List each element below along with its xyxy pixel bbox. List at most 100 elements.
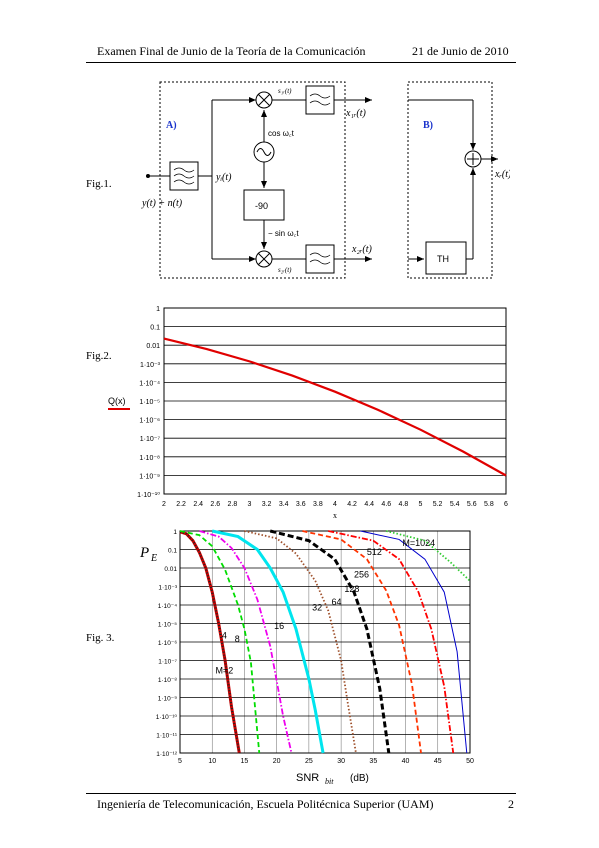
bandpass-filter-symbol [173, 167, 195, 185]
fig3-series-label: 32 [312, 603, 322, 613]
fig3-series-label: 4 [222, 631, 227, 641]
fig2-y-tick-label: 1·10⁻⁴ [139, 380, 160, 387]
fig3-series-label: 16 [274, 621, 284, 631]
fig2-x-tick-label: 5 [419, 501, 423, 508]
oscillator-sine [256, 148, 272, 156]
fig3-x-axis-label-unit: (dB) [350, 773, 369, 784]
fig2-x-tick-label: 2.8 [228, 501, 238, 508]
fig2-x-tick-label: 4 [333, 501, 337, 508]
fig3-x-tick-label: 35 [369, 758, 377, 765]
fig3-series-label: 64 [331, 597, 341, 607]
fig3-x-axis-label-sub: bit [325, 777, 334, 786]
x1r-label: x₁ᵣ(t) [345, 108, 366, 119]
fig3-series-label: M=1024 [402, 538, 435, 548]
fig2-x-tick-label: 4.6 [381, 501, 391, 508]
fig2-series-line [163, 337, 507, 477]
th-box [425, 241, 467, 275]
fig3-series-label: 512 [367, 547, 382, 557]
fig3-series-line [179, 530, 261, 754]
fig3-y-tick-label: 1·10⁻⁶ [158, 640, 177, 647]
xr-label: xᵣ(t) [494, 169, 510, 180]
fig3-y-tick-label: 1·10⁻¹¹ [156, 733, 178, 740]
phase-shift-label: -90 [255, 201, 268, 211]
x2r-label: x₂ᵣ(t) [351, 244, 372, 255]
fig2-y-tick-label: 0.1 [150, 325, 160, 332]
page-header-title: Examen Final de Junio de la Teoría de la… [97, 44, 366, 58]
fig2-y-tick-label: 0.01 [146, 343, 160, 350]
box-a-frame [159, 81, 346, 279]
lower-lpf-symbol [309, 252, 331, 265]
footer-text: Ingeniería de Telecomunicación, Escuela … [97, 797, 434, 811]
s2r-label: s₂ᵣ(t) [278, 266, 292, 274]
fig3-x-tick-label: 20 [273, 758, 281, 765]
fig2-y-tick-label: 1·10⁻³ [140, 362, 161, 369]
fig1-label: Fig.1. [86, 178, 112, 190]
th-label: TH [437, 254, 449, 264]
fig3-y-tick-label: 1·10⁻⁴ [158, 603, 177, 610]
box-a-label: A) [166, 120, 177, 131]
fig2-x-tick-label: 3.2 [262, 501, 272, 508]
fig2-x-tick-label: 4.4 [364, 501, 374, 508]
fig3-series-label: 128 [344, 584, 359, 594]
fig3-series-line [360, 530, 468, 754]
fig2-x-tick-label: 3.8 [313, 501, 323, 508]
fig2-x-tick-label: 2.4 [193, 501, 203, 508]
fig3-x-tick-label: 10 [208, 758, 216, 765]
footer-rule [86, 793, 516, 794]
page-header-date: 21 de Junio de 2010 [412, 44, 509, 58]
fig3-x-tick-label: 30 [337, 758, 345, 765]
input-node [146, 174, 150, 178]
upper-multiplier-x [257, 93, 271, 107]
fig3-series-line [269, 529, 391, 754]
fig2-x-tick-label: 6 [504, 501, 508, 508]
fig3-series-line [328, 530, 455, 754]
fig2-x-tick-label: 3.4 [279, 501, 289, 508]
fig3-series-line [199, 530, 293, 754]
fig2-y-tick-label: 1·10⁻⁹ [139, 473, 160, 480]
fig3-label: Fig. 3. [86, 632, 115, 644]
fig3-x-tick-label: 50 [466, 758, 474, 765]
fig2-x-tick-label: 3 [248, 501, 252, 508]
yi-label: yᵢ(t) [215, 172, 232, 183]
fig2-x-tick-label: 2.6 [210, 501, 220, 508]
fig3-y-tick-label: 1·10⁻⁹ [158, 696, 177, 703]
fig3-y-tick-label: 1·10⁻¹⁰ [156, 714, 178, 721]
fig3-series-label: 256 [354, 570, 369, 580]
fig2-x-tick-label: 4.2 [347, 501, 357, 508]
fig3-y-tick-label: 1·10⁻⁸ [158, 677, 177, 684]
cos-label: cos ω꜀t [268, 129, 295, 138]
fig2-x-tick-label: 2 [162, 501, 166, 508]
fig3-y-tick-label: 1·10⁻¹² [156, 751, 178, 758]
fig2-legend-label: Q(x) [108, 396, 126, 406]
fig2-y-tick-label: 1·10⁻¹⁰ [137, 491, 160, 499]
fig2-label: Fig.2. [86, 350, 112, 362]
page-number: 2 [508, 797, 514, 811]
fig3-y-tick-label: 1 [173, 529, 177, 536]
fig3-x-tick-label: 25 [305, 758, 313, 765]
fig2-y-tick-label: 1·10⁻⁶ [139, 418, 160, 425]
adder-plus [467, 153, 479, 165]
fig2-legend-swatch [108, 408, 130, 410]
sin-label: − sin ω꜀t [268, 229, 299, 238]
fig2-x-axis-label: x [333, 511, 337, 520]
fig2-x-tick-label: 3.6 [296, 501, 306, 508]
fig3-x-axis-label: SNR [296, 772, 319, 784]
fig3-y-tick-label: 0.01 [164, 566, 177, 573]
fig3-x-tick-label: 40 [402, 758, 410, 765]
box-b-frame [407, 81, 493, 279]
header-rule [86, 62, 516, 63]
fig3-series-label: M=2 [215, 665, 233, 675]
fig1-block-diagram: A) B) y(t) + n(t) yᵢ(t) cos ω꜀t -90 − si… [141, 81, 510, 279]
fig3-x-tick-label: 15 [241, 758, 249, 765]
fig2-y-tick-label: 1·10⁻⁷ [140, 436, 161, 443]
fig2-x-tick-label: 5.2 [433, 501, 443, 508]
fig2-x-tick-label: 5.4 [450, 501, 460, 508]
fig3-y-tick-label: 0.1 [168, 548, 177, 555]
lower-lowpass-filter [305, 244, 335, 274]
fig3-y-axis-label: P [139, 545, 149, 561]
fig2-x-tick-label: 4.8 [399, 501, 409, 508]
upper-lpf-symbol [309, 93, 331, 106]
fig2-y-tick-label: 1 [156, 306, 160, 313]
box-b-label: B) [423, 120, 433, 131]
fig3-y-tick-label: 1·10⁻³ [158, 585, 177, 592]
